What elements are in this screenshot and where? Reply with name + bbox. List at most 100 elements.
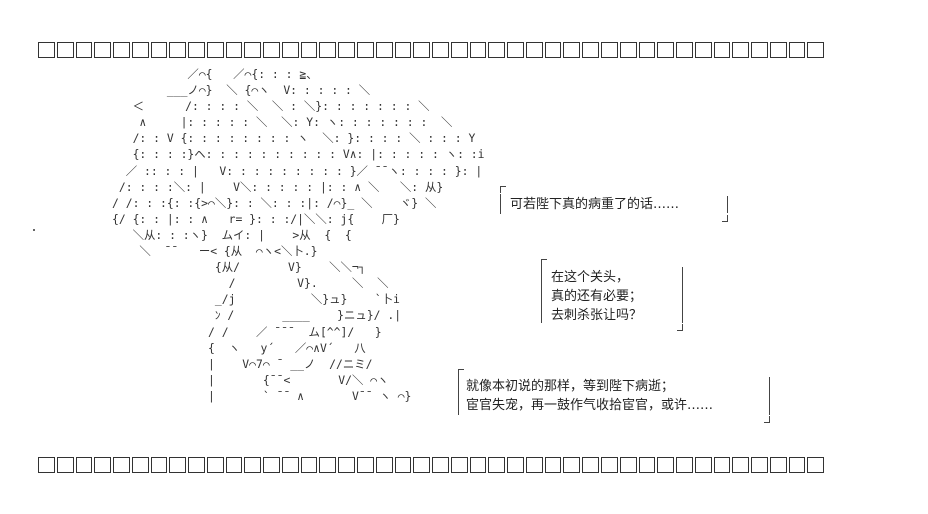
bubble-text-line: 就像本初说的那样，等到陛下病逝； [466,379,675,394]
bubble-corner [500,186,506,193]
border-cell [394,457,412,473]
border-cell [694,457,712,473]
border-cell [582,457,599,473]
border-cell [131,42,149,58]
border-cell [357,457,374,473]
bubble-corner [458,369,464,376]
top-border-frame [38,42,825,58]
border-cell [150,457,168,473]
border-cell [657,42,675,58]
border-cell [56,457,74,473]
border-cell [38,42,55,58]
border-cell [150,42,168,58]
border-cell [469,42,487,58]
border-cell [507,457,524,473]
ascii-art-character: ／⌒{ ／⌒{: : : ≧、 ___ノ⌒} ＼ {⌒ヽ V: : : : : … [112,67,485,403]
border-cell [432,457,449,473]
bottom-border-frame [38,457,825,473]
border-cell [357,42,374,58]
border-cell [694,42,712,58]
border-cell [525,457,543,473]
border-cell [676,457,693,473]
border-cell [525,42,543,58]
bubble-right-bracket [727,196,728,213]
border-cell [432,42,449,58]
border-cell [751,42,768,58]
border-cell [600,42,618,58]
border-cell [582,42,599,58]
border-cell [188,457,205,473]
border-cell [244,42,262,58]
bubble-left-bracket [458,375,459,415]
border-cell [713,42,731,58]
border-cell [206,42,224,58]
border-cell [507,42,524,58]
speech-bubble-2: 在这个关头， 真的还有必要； 去刺杀张让吗？ [541,259,683,331]
border-cell [488,457,506,473]
border-cell [225,42,243,58]
border-cell [563,42,581,58]
border-cell [788,42,806,58]
bubble-text-line: 去刺杀张让吗？ [551,308,643,323]
border-cell [263,457,280,473]
border-cell [788,457,806,473]
border-cell [638,457,656,473]
border-cell [75,42,93,58]
border-cell [244,457,262,473]
bubble-right-bracket [769,377,770,415]
border-cell [713,457,731,473]
border-cell [413,42,431,58]
border-cell [732,42,750,58]
border-cell [281,42,299,58]
border-cell [113,457,130,473]
bubble-corner [541,259,547,266]
border-cell [319,457,337,473]
border-cell [338,457,356,473]
border-cell [676,42,693,58]
border-cell [807,457,825,473]
speech-bubble-3: 就像本初说的那样，等到陛下病逝； 宦官失宠，再一鼓作气收拾宦官，或许…… [458,369,770,423]
border-cell [563,457,581,473]
border-cell [413,457,431,473]
border-cell [394,42,412,58]
stray-dot [33,229,35,231]
bubble-corner [722,215,728,222]
border-cell [544,42,562,58]
bubble-left-bracket [500,194,501,214]
border-cell [94,457,112,473]
bubble-text-line: 可若陛下真的病重了的话…… [510,197,680,212]
bubble-text-line: 宦官失宠，再一鼓作气收拾宦官，或许…… [466,398,714,413]
border-cell [450,457,468,473]
border-cell [263,42,280,58]
border-cell [94,42,112,58]
border-cell [751,457,768,473]
border-cell [75,457,93,473]
border-cell [300,42,318,58]
border-cell [657,457,675,473]
border-cell [131,457,149,473]
border-cell [450,42,468,58]
border-cell [188,42,205,58]
border-cell [338,42,356,58]
border-cell [225,457,243,473]
border-cell [206,457,224,473]
bubble-text-line: 真的还有必要； [551,289,643,304]
bubble-left-bracket [541,265,542,323]
border-cell [488,42,506,58]
border-cell [600,457,618,473]
border-cell [375,42,393,58]
border-cell [169,457,187,473]
border-cell [807,42,825,58]
border-cell [732,457,750,473]
border-cell [169,42,187,58]
bubble-corner [677,324,683,331]
border-cell [769,42,787,58]
border-cell [113,42,130,58]
border-cell [638,42,656,58]
border-cell [281,457,299,473]
border-cell [769,457,787,473]
border-cell [300,457,318,473]
border-cell [56,42,74,58]
bubble-right-bracket [682,267,683,323]
bubble-text-line: 在这个关头， [551,270,630,285]
